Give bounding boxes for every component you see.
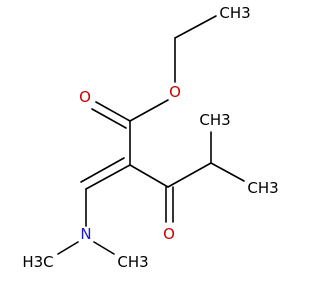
bond-n-methyl-right <box>93 241 115 255</box>
n-methyl-right-label: CH3 <box>117 253 148 271</box>
bond-alkene-double-2 <box>80 157 125 183</box>
bond-alkene-ketone <box>129 164 169 188</box>
isopropyl-methyl-right-label: CH3 <box>247 179 278 197</box>
bond-ch3-ch2 <box>174 15 217 39</box>
atom-labels: CH3 O O CH3 CH3 O N H3C CH3 <box>22 4 278 271</box>
amine-nitrogen-label: N <box>80 225 91 243</box>
ester-oxygen-label: O <box>169 83 181 101</box>
bond-carbonyl-double-2 <box>91 108 127 129</box>
carbonyl-oxygen-label: O <box>79 88 91 106</box>
bond-ketone-isopropyl <box>167 162 212 188</box>
structural-formula: CH3 O O CH3 CH3 O N H3C CH3 <box>22 4 278 271</box>
bond-n-methyl-left <box>57 241 79 255</box>
bond-alkene-double-1 <box>85 164 131 190</box>
bond-carbonyl-double-1 <box>95 101 131 122</box>
bond-isopropyl-ch3-right <box>210 162 245 182</box>
ethyl-methyl-label: CH3 <box>219 4 250 22</box>
isopropyl-methyl-top-label: CH3 <box>199 111 230 129</box>
bonds <box>57 15 245 255</box>
bond-o-carbonyl-c <box>129 99 169 122</box>
n-methyl-left-label: H3C <box>22 253 53 271</box>
ketone-oxygen-label: O <box>163 225 175 243</box>
